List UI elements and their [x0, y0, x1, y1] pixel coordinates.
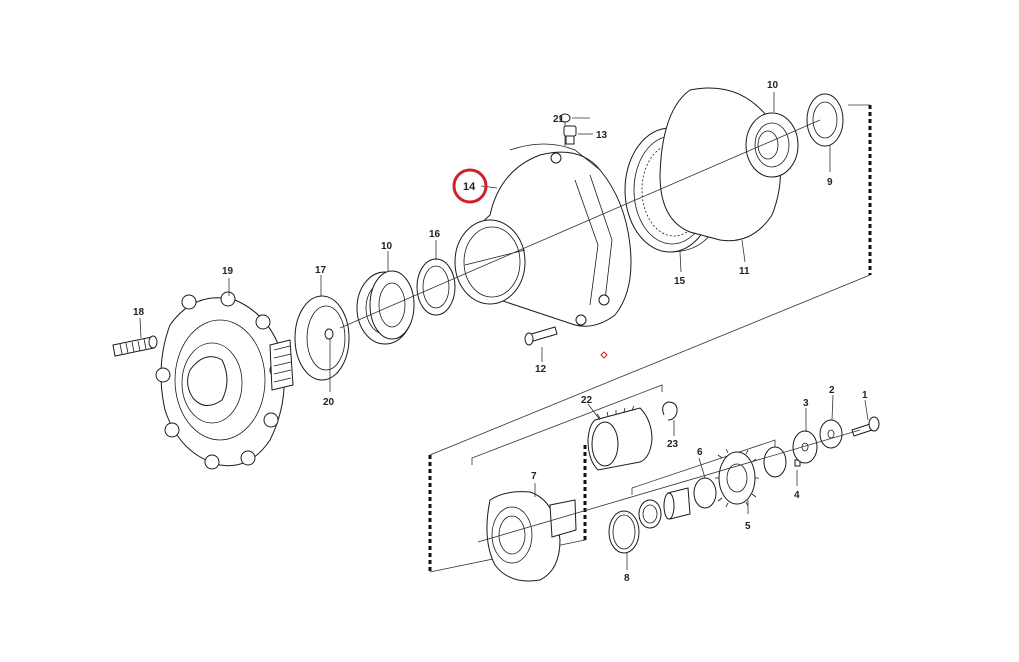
center-axis-lower — [477, 429, 861, 543]
circlip-23 — [662, 401, 678, 421]
housing-14 — [454, 143, 632, 327]
label-part-13: 13 — [596, 130, 608, 141]
ring-16 — [416, 258, 456, 316]
screw-1 — [851, 416, 880, 437]
label-part-7: 7 — [531, 471, 537, 482]
label-part-9: 9 — [827, 177, 833, 188]
label-part-2: 2 — [829, 385, 835, 396]
highlight-circle — [452, 168, 488, 204]
washer-2 — [819, 419, 843, 449]
planet-gear-5 — [715, 448, 759, 508]
wheel-hub-19 — [155, 291, 294, 470]
stud-18 — [112, 335, 158, 357]
circlip-8 — [608, 510, 640, 554]
label-part-21: 21 — [553, 114, 565, 125]
bolt-12 — [524, 326, 558, 346]
leader-lines — [139, 92, 869, 570]
label-part-8: 8 — [624, 573, 630, 584]
label-part-23: 23 — [667, 439, 679, 450]
label-part-11: 11 — [739, 266, 750, 277]
bearing-10-right — [745, 112, 799, 178]
label-part-6: 6 — [697, 447, 703, 458]
label-part-3: 3 — [803, 398, 809, 409]
washer-3 — [792, 430, 818, 464]
group-frame-diagonal — [429, 274, 871, 456]
bearing-10-left — [356, 270, 415, 345]
label-part-19: 19 — [222, 266, 234, 277]
group-bracket-6 — [631, 439, 776, 495]
label-part-12: 12 — [535, 364, 547, 375]
label-part-1: 1 — [862, 390, 868, 401]
label-part-16: 16 — [429, 229, 441, 240]
label-part-15: 15 — [674, 276, 686, 287]
label-part-5: 5 — [745, 521, 751, 532]
label-part-17: 17 — [315, 265, 327, 276]
label-part-20: 20 — [323, 397, 335, 408]
pin-20 — [324, 328, 334, 340]
label-part-10-left: 10 — [381, 241, 393, 252]
center-axis-upper — [339, 119, 821, 329]
needle-bearing-6 — [638, 446, 787, 529]
label-part-10-right: 10 — [767, 80, 779, 91]
marker-diamond — [600, 351, 608, 359]
sun-gear-22 — [587, 405, 653, 471]
seal-17 — [294, 295, 350, 381]
lock-nut-9 — [806, 93, 844, 147]
label-part-14: 14 — [463, 181, 476, 193]
label-part-22: 22 — [581, 395, 593, 406]
label-part-18: 18 — [133, 307, 145, 318]
group-bracket-22 — [471, 384, 663, 465]
carrier-7 — [486, 491, 577, 582]
label-part-4: 4 — [794, 490, 800, 501]
plug-13 — [563, 125, 577, 145]
